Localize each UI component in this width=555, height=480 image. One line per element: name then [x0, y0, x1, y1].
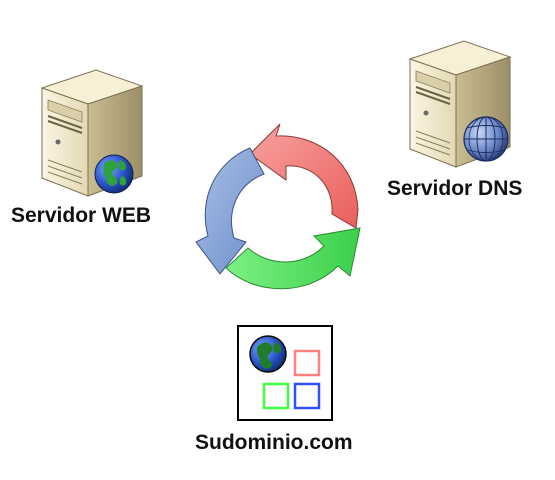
- dns-server-label: Servidor DNS: [387, 177, 523, 200]
- green-square: [262, 382, 290, 410]
- web-server-node: [30, 64, 170, 202]
- wire-globe-icon: [463, 116, 509, 162]
- red-square: [293, 349, 321, 377]
- subdomain-window: [237, 325, 333, 421]
- web-server-label: Servidor WEB: [11, 204, 152, 227]
- red-arrow: [249, 123, 359, 229]
- subdomain-label: Sudominio.com: [195, 431, 353, 454]
- globe-icon: [249, 335, 287, 373]
- website-icon: [237, 325, 333, 421]
- web-server-icon: [40, 69, 144, 197]
- cycle-arrows-icon: [195, 123, 361, 290]
- green-arrow: [225, 227, 361, 290]
- globe-icon: [94, 154, 134, 194]
- dns-server-icon: [408, 40, 512, 168]
- blue-square: [293, 382, 321, 410]
- sync-cycle: [180, 118, 380, 303]
- dns-server-node: [398, 35, 538, 173]
- blue-arrow: [195, 147, 265, 275]
